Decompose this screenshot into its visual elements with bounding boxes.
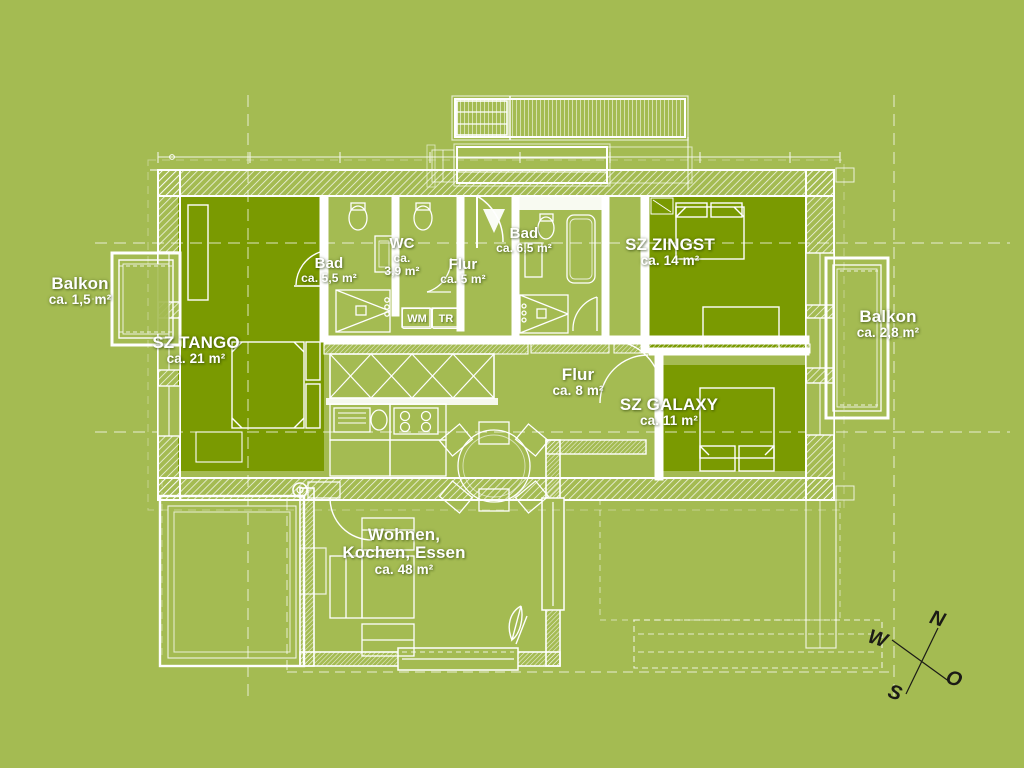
lower-terrace <box>599 499 883 669</box>
door-swing-tango-living <box>329 497 373 541</box>
fixtures-wc <box>413 202 452 293</box>
highlighted-room-fills <box>178 196 806 471</box>
bad-east-plan-detail <box>519 196 603 210</box>
lounge-furniture <box>299 517 415 657</box>
plan-details <box>147 159 855 511</box>
compass-needle-icon <box>891 627 951 695</box>
appliance-tag-tr: TR <box>432 308 460 329</box>
compass-rose: N O S W <box>865 606 976 716</box>
furniture-sz-zingst <box>650 197 780 350</box>
window-living-south <box>397 647 519 671</box>
door-swings-flur-east <box>599 340 662 404</box>
stair-shaft-hatch <box>323 343 529 405</box>
site-guidelines <box>95 95 1010 700</box>
furniture-sz-galaxy <box>699 387 775 472</box>
fixtures-bad-west <box>294 202 394 333</box>
dining-set <box>438 421 550 514</box>
entrance-door-swing <box>476 195 504 248</box>
balcony-right-structure <box>824 256 906 420</box>
furniture-sz-tango <box>187 204 321 463</box>
appliance-label: TR <box>438 312 454 325</box>
kitchen-units <box>329 403 447 477</box>
appliance-tag-wm: WM <box>402 308 432 329</box>
plant-icon <box>508 605 528 645</box>
entrance-stairs <box>426 95 693 190</box>
balcony-left-structure <box>92 251 182 347</box>
fixtures-bad-east <box>519 213 598 334</box>
appliance-label: WM <box>407 312 427 325</box>
window-living-east <box>541 497 565 611</box>
